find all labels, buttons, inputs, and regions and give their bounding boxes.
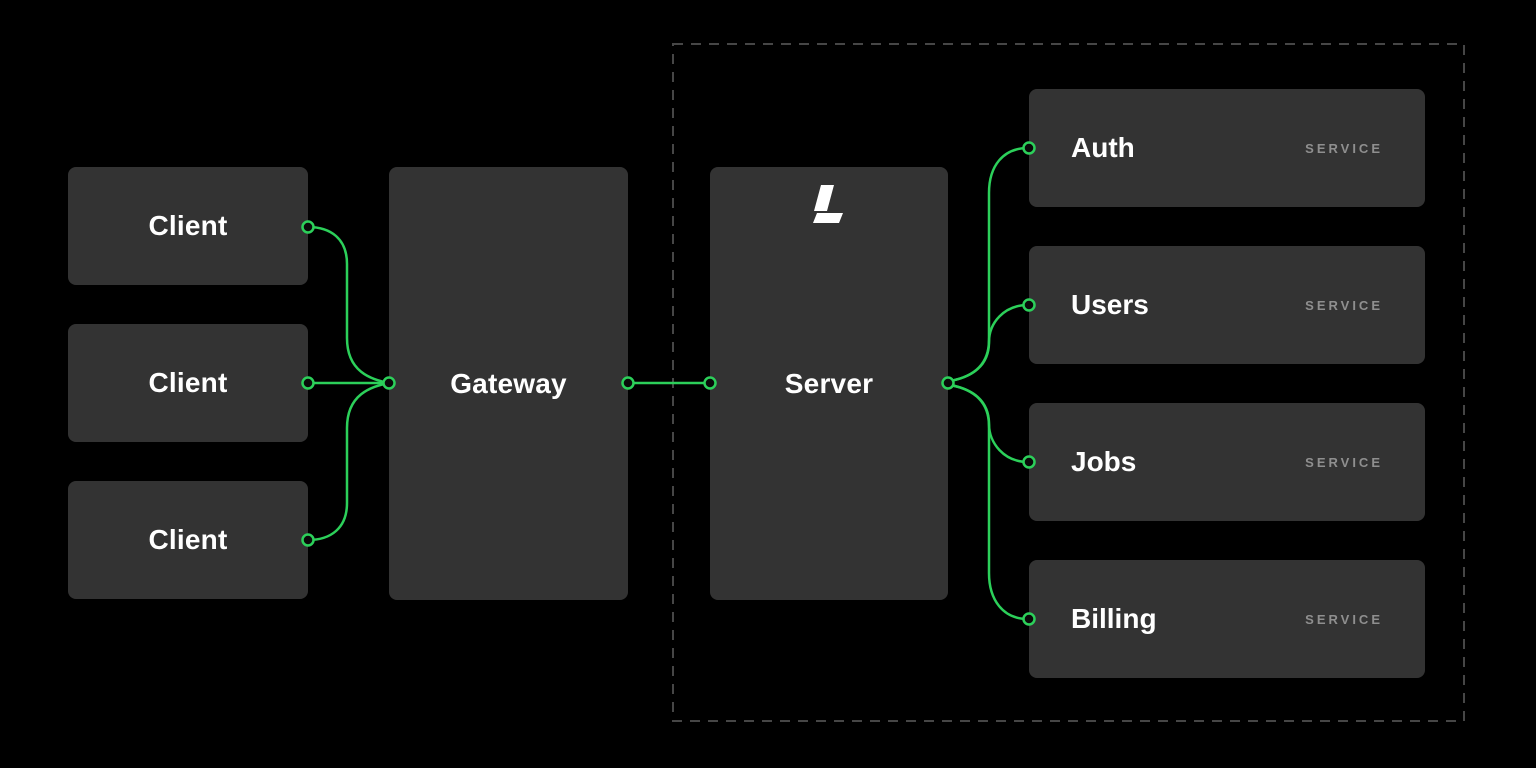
- service-jobs-name: Jobs: [1071, 446, 1137, 477]
- service-billing-name: Billing: [1071, 603, 1157, 634]
- service-auth-name: Auth: [1071, 132, 1135, 163]
- edge-client3-gateway: [306, 381, 390, 542]
- client-node-1: Client: [68, 167, 308, 285]
- gateway-label: Gateway: [450, 367, 567, 399]
- client-2-label: Client: [148, 367, 228, 398]
- edge-server-jobs: [948, 383, 1030, 464]
- edge-client1-gateway: [306, 225, 390, 385]
- client-node-2: Client: [68, 324, 308, 442]
- edge-server-users: [948, 303, 1030, 383]
- service-jobs-tag: SERVICE: [1305, 454, 1383, 470]
- gateway-node: Gateway: [389, 167, 628, 600]
- service-auth-tag: SERVICE: [1305, 140, 1383, 156]
- service-node-billing: Billing SERVICE: [1029, 560, 1425, 678]
- server-node: Server: [710, 167, 948, 600]
- service-node-users: Users SERVICE: [1029, 246, 1425, 364]
- edge-server-auth: [948, 146, 1030, 383]
- slanted-l-logo-icon: [813, 185, 843, 223]
- server-label: Server: [784, 367, 874, 399]
- service-node-jobs: Jobs SERVICE: [1029, 403, 1425, 521]
- client-1-label: Client: [148, 210, 228, 241]
- service-users-tag: SERVICE: [1305, 297, 1383, 313]
- service-users-name: Users: [1071, 289, 1149, 320]
- service-node-auth: Auth SERVICE: [1029, 89, 1425, 207]
- client-node-3: Client: [68, 481, 308, 599]
- edge-server-billing: [948, 383, 1030, 621]
- service-billing-tag: SERVICE: [1305, 611, 1383, 627]
- client-3-label: Client: [148, 524, 228, 555]
